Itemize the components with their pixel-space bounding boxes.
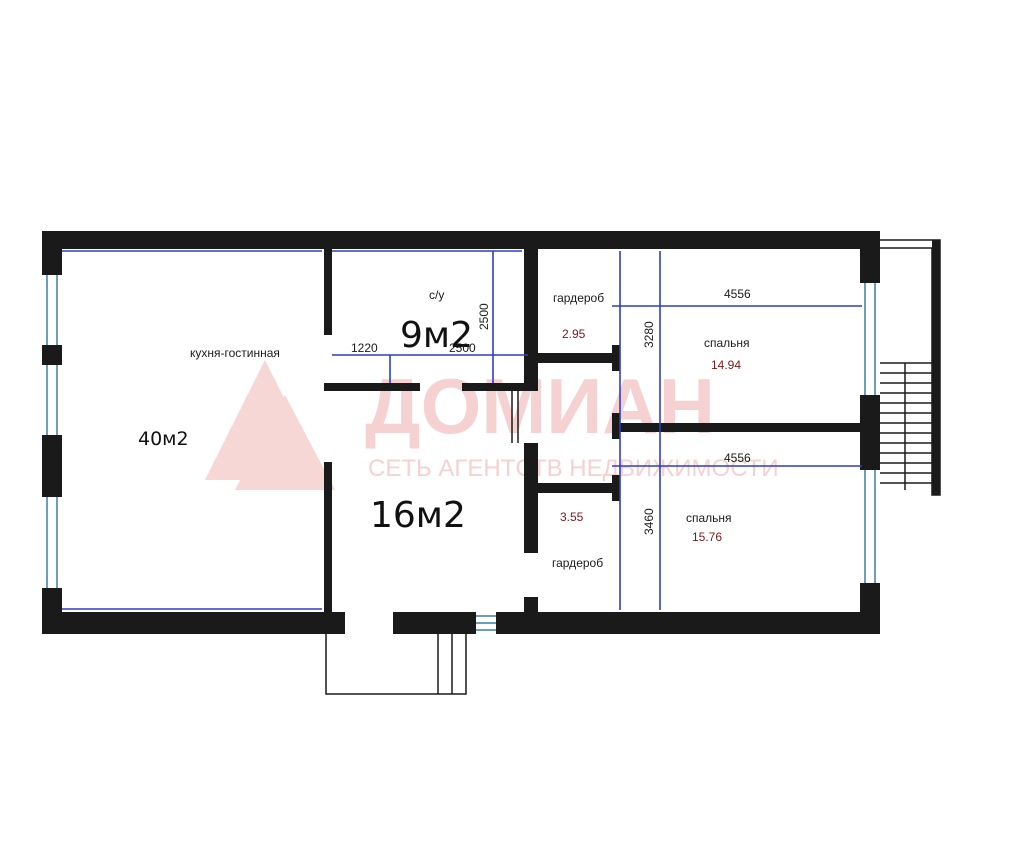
window-right-bottom xyxy=(864,470,876,583)
kitchen-label: кухня-гостинная xyxy=(190,346,280,360)
bedroom2-label: спальня xyxy=(686,511,732,525)
window-left-bottom xyxy=(46,497,58,588)
window-left-top xyxy=(46,275,58,345)
bath-area: 9м2 xyxy=(400,315,473,356)
entrance-porch xyxy=(325,391,519,695)
dim-bedroom2-width: 4556 xyxy=(724,451,751,465)
dim-bedroom1-width: 4556 xyxy=(724,287,751,301)
window-right-top xyxy=(864,283,876,395)
dim-bedroom2-depth: 3460 xyxy=(642,508,656,535)
dimension-lines xyxy=(62,250,862,610)
window-left-middle xyxy=(46,365,58,435)
wardrobe1-area: 2.95 xyxy=(562,327,586,341)
bedroom1-area: 14.94 xyxy=(711,358,741,372)
kitchen-area: 40м2 xyxy=(138,428,189,450)
dim-bath-depth: 2500 xyxy=(477,303,491,330)
wardrobe2-label: гардероб xyxy=(552,556,603,570)
stairs-icon xyxy=(880,362,932,490)
windows xyxy=(46,275,876,631)
bedroom1-label: спальня xyxy=(704,336,750,350)
watermark-brand: ДОМИАН xyxy=(365,362,715,450)
bath-label: с/у xyxy=(429,288,444,302)
watermark-logo-icon xyxy=(205,360,335,490)
watermark: ДОМИАН СЕТЬ АГЕНТСТВ НЕДВИЖИМОСТИ xyxy=(205,360,779,490)
watermark-tagline: СЕТЬ АГЕНТСТВ НЕДВИЖИМОСТИ xyxy=(368,455,779,482)
balcony xyxy=(880,239,941,496)
bedroom2-area: 15.76 xyxy=(692,530,722,544)
dim-bath-length: 2500 xyxy=(449,341,476,355)
outer-walls xyxy=(42,231,880,634)
wardrobe1-label: гардероб xyxy=(553,291,604,305)
hall-area: 16м2 xyxy=(370,495,466,536)
dimension-labels: 1220 2500 2500 4556 3280 4556 3460 xyxy=(351,287,751,535)
room-labels: кухня-гостинная 40м2 с/у 9м2 16м2 гардер… xyxy=(138,288,750,570)
window-bottom-entry xyxy=(476,615,496,631)
dim-bedroom1-depth: 3280 xyxy=(642,321,656,348)
wardrobe2-area: 3.55 xyxy=(560,510,584,524)
dim-bath-width: 1220 xyxy=(351,341,378,355)
